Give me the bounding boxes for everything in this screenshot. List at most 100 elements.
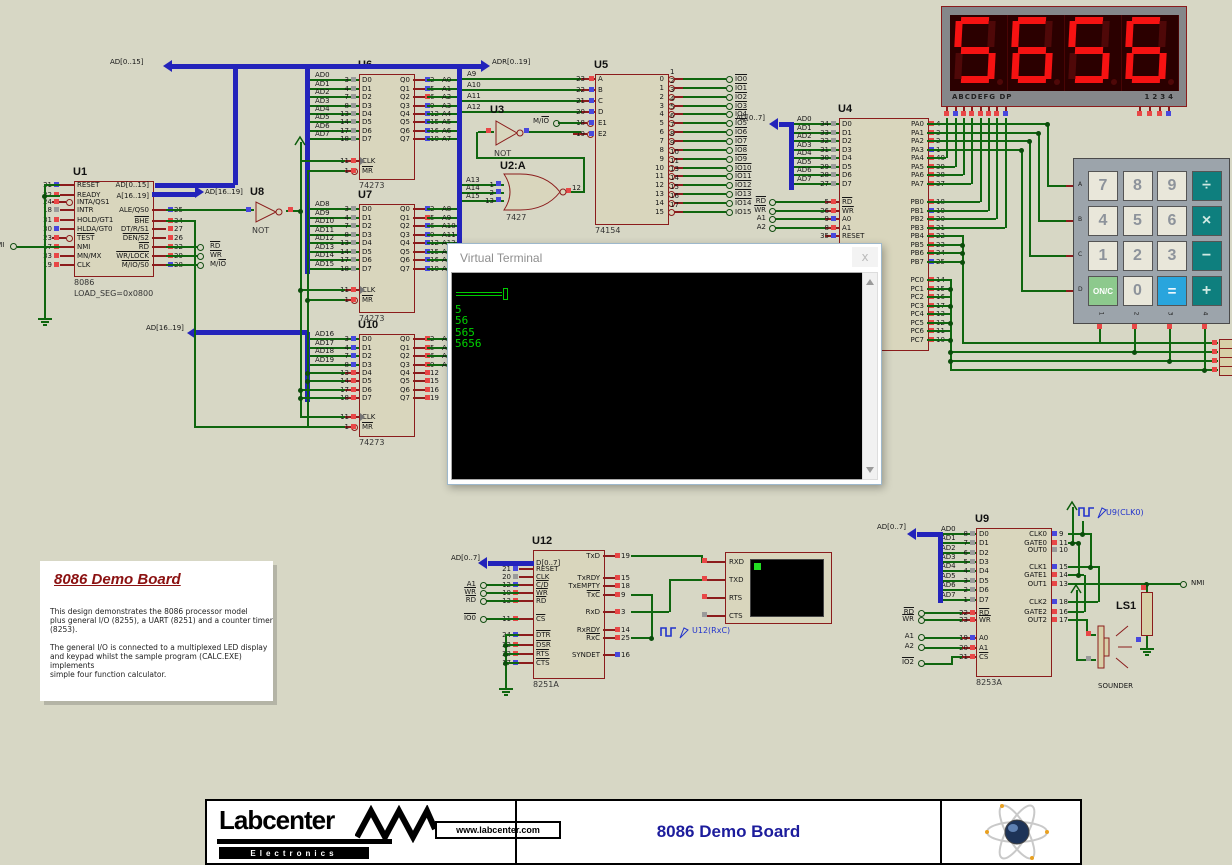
uart-monitor-cursor (754, 563, 761, 570)
chip-U1 (74, 181, 154, 277)
pin-stub (674, 78, 683, 80)
wire (310, 225, 359, 227)
scrollbar[interactable] (862, 272, 878, 480)
key-÷[interactable]: ÷ (1191, 171, 1222, 201)
pin-stub (519, 618, 533, 620)
key-ON/C[interactable]: ON/C (1088, 276, 1118, 306)
key-5[interactable]: 5 (1122, 206, 1153, 236)
pin-name: Q5 (400, 377, 410, 385)
wire (310, 347, 359, 349)
wire (310, 105, 359, 107)
labcenter-url: www.labcenter.com (435, 821, 561, 839)
wire (955, 118, 957, 167)
segment-a (1017, 17, 1047, 24)
pin-number: 2 (670, 77, 675, 85)
wire (683, 202, 726, 204)
net-label: AD17 (315, 339, 335, 347)
pin-name: D0 (979, 530, 989, 538)
key-4[interactable]: 4 (1088, 206, 1118, 236)
wire (1005, 118, 1007, 228)
wire (775, 210, 825, 212)
wire (486, 584, 519, 586)
wire (1082, 521, 1084, 534)
scroll-down-icon[interactable] (866, 467, 874, 473)
net-label: A5 (442, 118, 452, 126)
pin-name: AD[0..15] (115, 181, 149, 189)
pin-stub (413, 251, 427, 253)
net-label: AD2 (315, 88, 330, 96)
pin-number: 34 (820, 120, 829, 128)
pin-name: GATE0 (1024, 539, 1047, 547)
uart-pin-label: TXD (729, 576, 744, 584)
terminal-icon (726, 147, 733, 154)
net-label: IO6 (735, 128, 748, 136)
pin-state-square (831, 225, 836, 230)
net-label: AD5 (797, 158, 812, 166)
pin-name: D7 (362, 135, 372, 143)
wire (41, 321, 49, 323)
terminal-icon (726, 111, 733, 118)
key-9[interactable]: 9 (1157, 171, 1187, 201)
pin-stub (963, 105, 965, 111)
isis-atom-logo (985, 804, 1049, 860)
key-×[interactable]: × (1191, 206, 1222, 236)
terminal-label-a1-u9: A1 (904, 632, 914, 640)
net-label: AD3 (315, 97, 330, 105)
key-8[interactable]: 8 (1122, 171, 1153, 201)
net-label: AD6 (315, 122, 330, 130)
pin-number: 5 (963, 558, 968, 566)
segment-b (1101, 21, 1110, 47)
resistor (1219, 366, 1232, 376)
pin-state-square (1166, 111, 1171, 116)
pin-number: 19 (43, 261, 52, 269)
wire (927, 227, 1005, 229)
terminal-label-rd-u1: RD (210, 242, 221, 250)
bubble-icon (66, 235, 73, 242)
close-icon[interactable]: x (852, 247, 878, 267)
chip-U7 (359, 204, 415, 313)
key-+[interactable]: + (1191, 276, 1222, 306)
pin-stub (60, 228, 74, 230)
key-2[interactable]: 2 (1122, 241, 1153, 271)
pin-number: 27 (820, 180, 829, 188)
pin-stub (519, 592, 533, 594)
junction-dot (1045, 122, 1050, 127)
pin-state-square (524, 128, 529, 133)
net-label: AD4 (315, 105, 330, 113)
wire (1038, 132, 1040, 222)
wire (309, 299, 345, 301)
terminal-label-wr-u4: WR (754, 206, 766, 214)
key-1[interactable]: 1 (1088, 241, 1118, 271)
key-=[interactable]: = (1157, 276, 1187, 306)
pin-state-square (1132, 324, 1137, 329)
pin-name: PA4 (910, 154, 924, 162)
keypad-row-label: B (1078, 216, 1083, 223)
pin-state-square (425, 370, 430, 375)
key-−[interactable]: − (1191, 241, 1222, 271)
net-label: AD16 (315, 330, 335, 338)
bus (789, 122, 794, 190)
wire (793, 123, 839, 125)
wire (927, 123, 1047, 125)
logo-underline (217, 839, 392, 844)
key-7[interactable]: 7 (1088, 171, 1118, 201)
chip-U10 (359, 334, 415, 437)
key-0[interactable]: 0 (1122, 276, 1153, 306)
wire (462, 192, 504, 194)
pin-name: PC0 (910, 276, 924, 284)
title-block: Labcenter www.labcenter.com Electronics … (205, 799, 1082, 865)
scroll-up-icon[interactable] (866, 279, 874, 285)
pin-name: C (598, 97, 603, 105)
pin-number: 2 (489, 189, 494, 197)
pin-name: D5 (362, 118, 372, 126)
pin-number: 2 (963, 586, 968, 594)
pin-name: D3 (362, 231, 372, 239)
pin-stub (674, 175, 683, 177)
key-6[interactable]: 6 (1157, 206, 1187, 236)
key-3[interactable]: 3 (1157, 241, 1187, 271)
segment-f (1125, 21, 1134, 47)
probe-label: U9(CLK0) (1106, 508, 1144, 517)
